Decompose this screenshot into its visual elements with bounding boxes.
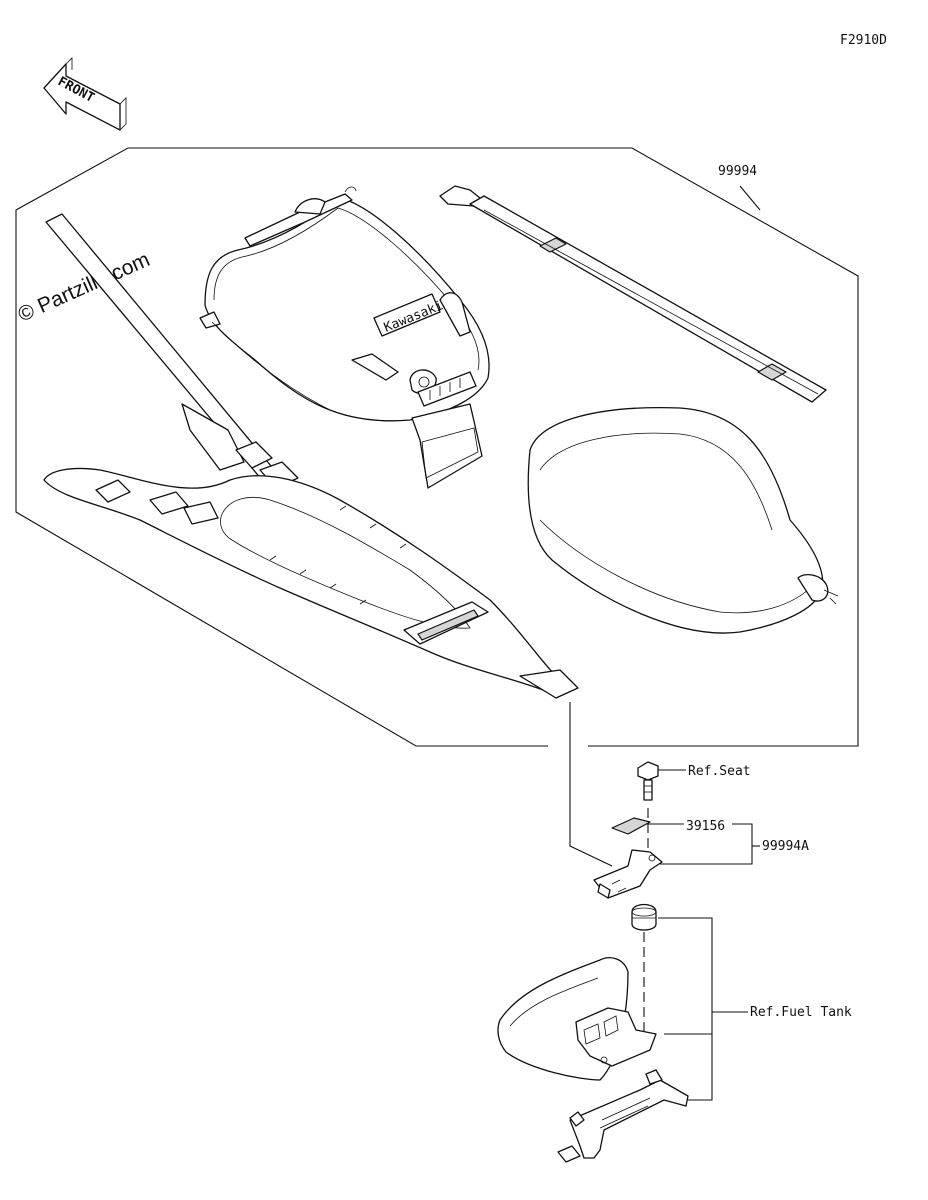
bracket-99994A — [660, 823, 753, 865]
callout-ref-seat: Ref.Seat — [688, 764, 751, 779]
kit-boundary — [15, 147, 859, 747]
callout-ref-fuel-tank: Ref.Fuel Tank — [750, 1005, 852, 1020]
callout-99994: 99994 — [718, 164, 757, 179]
strap — [439, 185, 827, 403]
lower-bracket — [557, 1069, 689, 1163]
tank-bag: Kawasaki — [199, 186, 490, 489]
callout-99994A: 99994A — [762, 839, 809, 854]
diagram-code: F2910D — [840, 33, 887, 48]
pad-39156 — [611, 817, 651, 835]
seat-cover — [527, 406, 839, 634]
bolt — [637, 761, 659, 801]
grommet — [631, 903, 657, 931]
mount-bracket — [593, 849, 663, 899]
leader-99994 — [739, 185, 761, 211]
fuel-tank-ref — [497, 957, 657, 1081]
leader-harness — [569, 702, 613, 867]
front-arrow-icon: FRONT — [43, 57, 127, 131]
callout-39156: 39156 — [686, 819, 725, 834]
tank-bag-harness — [43, 213, 579, 699]
bracket-fuel-tank — [658, 917, 713, 1101]
